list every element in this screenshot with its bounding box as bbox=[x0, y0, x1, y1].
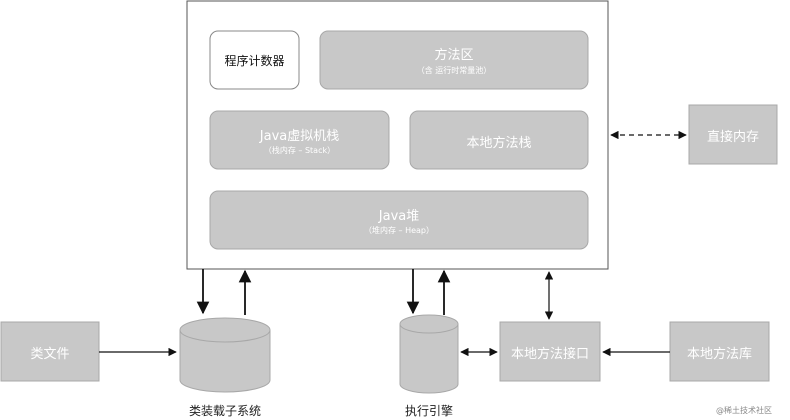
native-stack-box bbox=[409, 110, 589, 170]
pc-register-label: 程序计数器 bbox=[224, 54, 285, 68]
native-library-box bbox=[669, 321, 770, 382]
method-area-box bbox=[319, 30, 589, 90]
class-file-label: 类文件 bbox=[30, 347, 70, 362]
direct-memory-box bbox=[688, 104, 778, 165]
native-stack-title: 本地方法栈 bbox=[466, 136, 532, 151]
native-library-label: 本地方法库 bbox=[686, 347, 752, 362]
jvm-stack-title: Java虚拟机栈 bbox=[259, 129, 340, 144]
heap-box bbox=[209, 190, 589, 250]
execution-engine-caption: 执行引擎 bbox=[404, 404, 453, 418]
method-area-subtitle: （含 运行时常量池） bbox=[416, 66, 492, 75]
execution-engine-cylinder bbox=[399, 314, 459, 394]
method-area-title: 方法区 bbox=[434, 48, 474, 63]
heap-subtitle: （堆内存 – Heap） bbox=[363, 226, 434, 235]
jvm-stack-subtitle: （栈内存 – Stack） bbox=[263, 146, 336, 155]
direct-memory-label: 直接内存 bbox=[706, 130, 759, 145]
native-interface-label: 本地方法接口 bbox=[510, 347, 589, 362]
pc-register-box bbox=[209, 30, 300, 90]
class-loader-cylinder bbox=[179, 317, 271, 393]
heap-title: Java堆 bbox=[378, 209, 420, 224]
class-loader-caption: 类装载子系统 bbox=[188, 404, 261, 418]
native-interface-box bbox=[499, 321, 601, 382]
class-file-box bbox=[0, 321, 100, 382]
jvm-stack-box bbox=[209, 110, 390, 170]
watermark: @稀土技术社区 bbox=[716, 406, 772, 415]
